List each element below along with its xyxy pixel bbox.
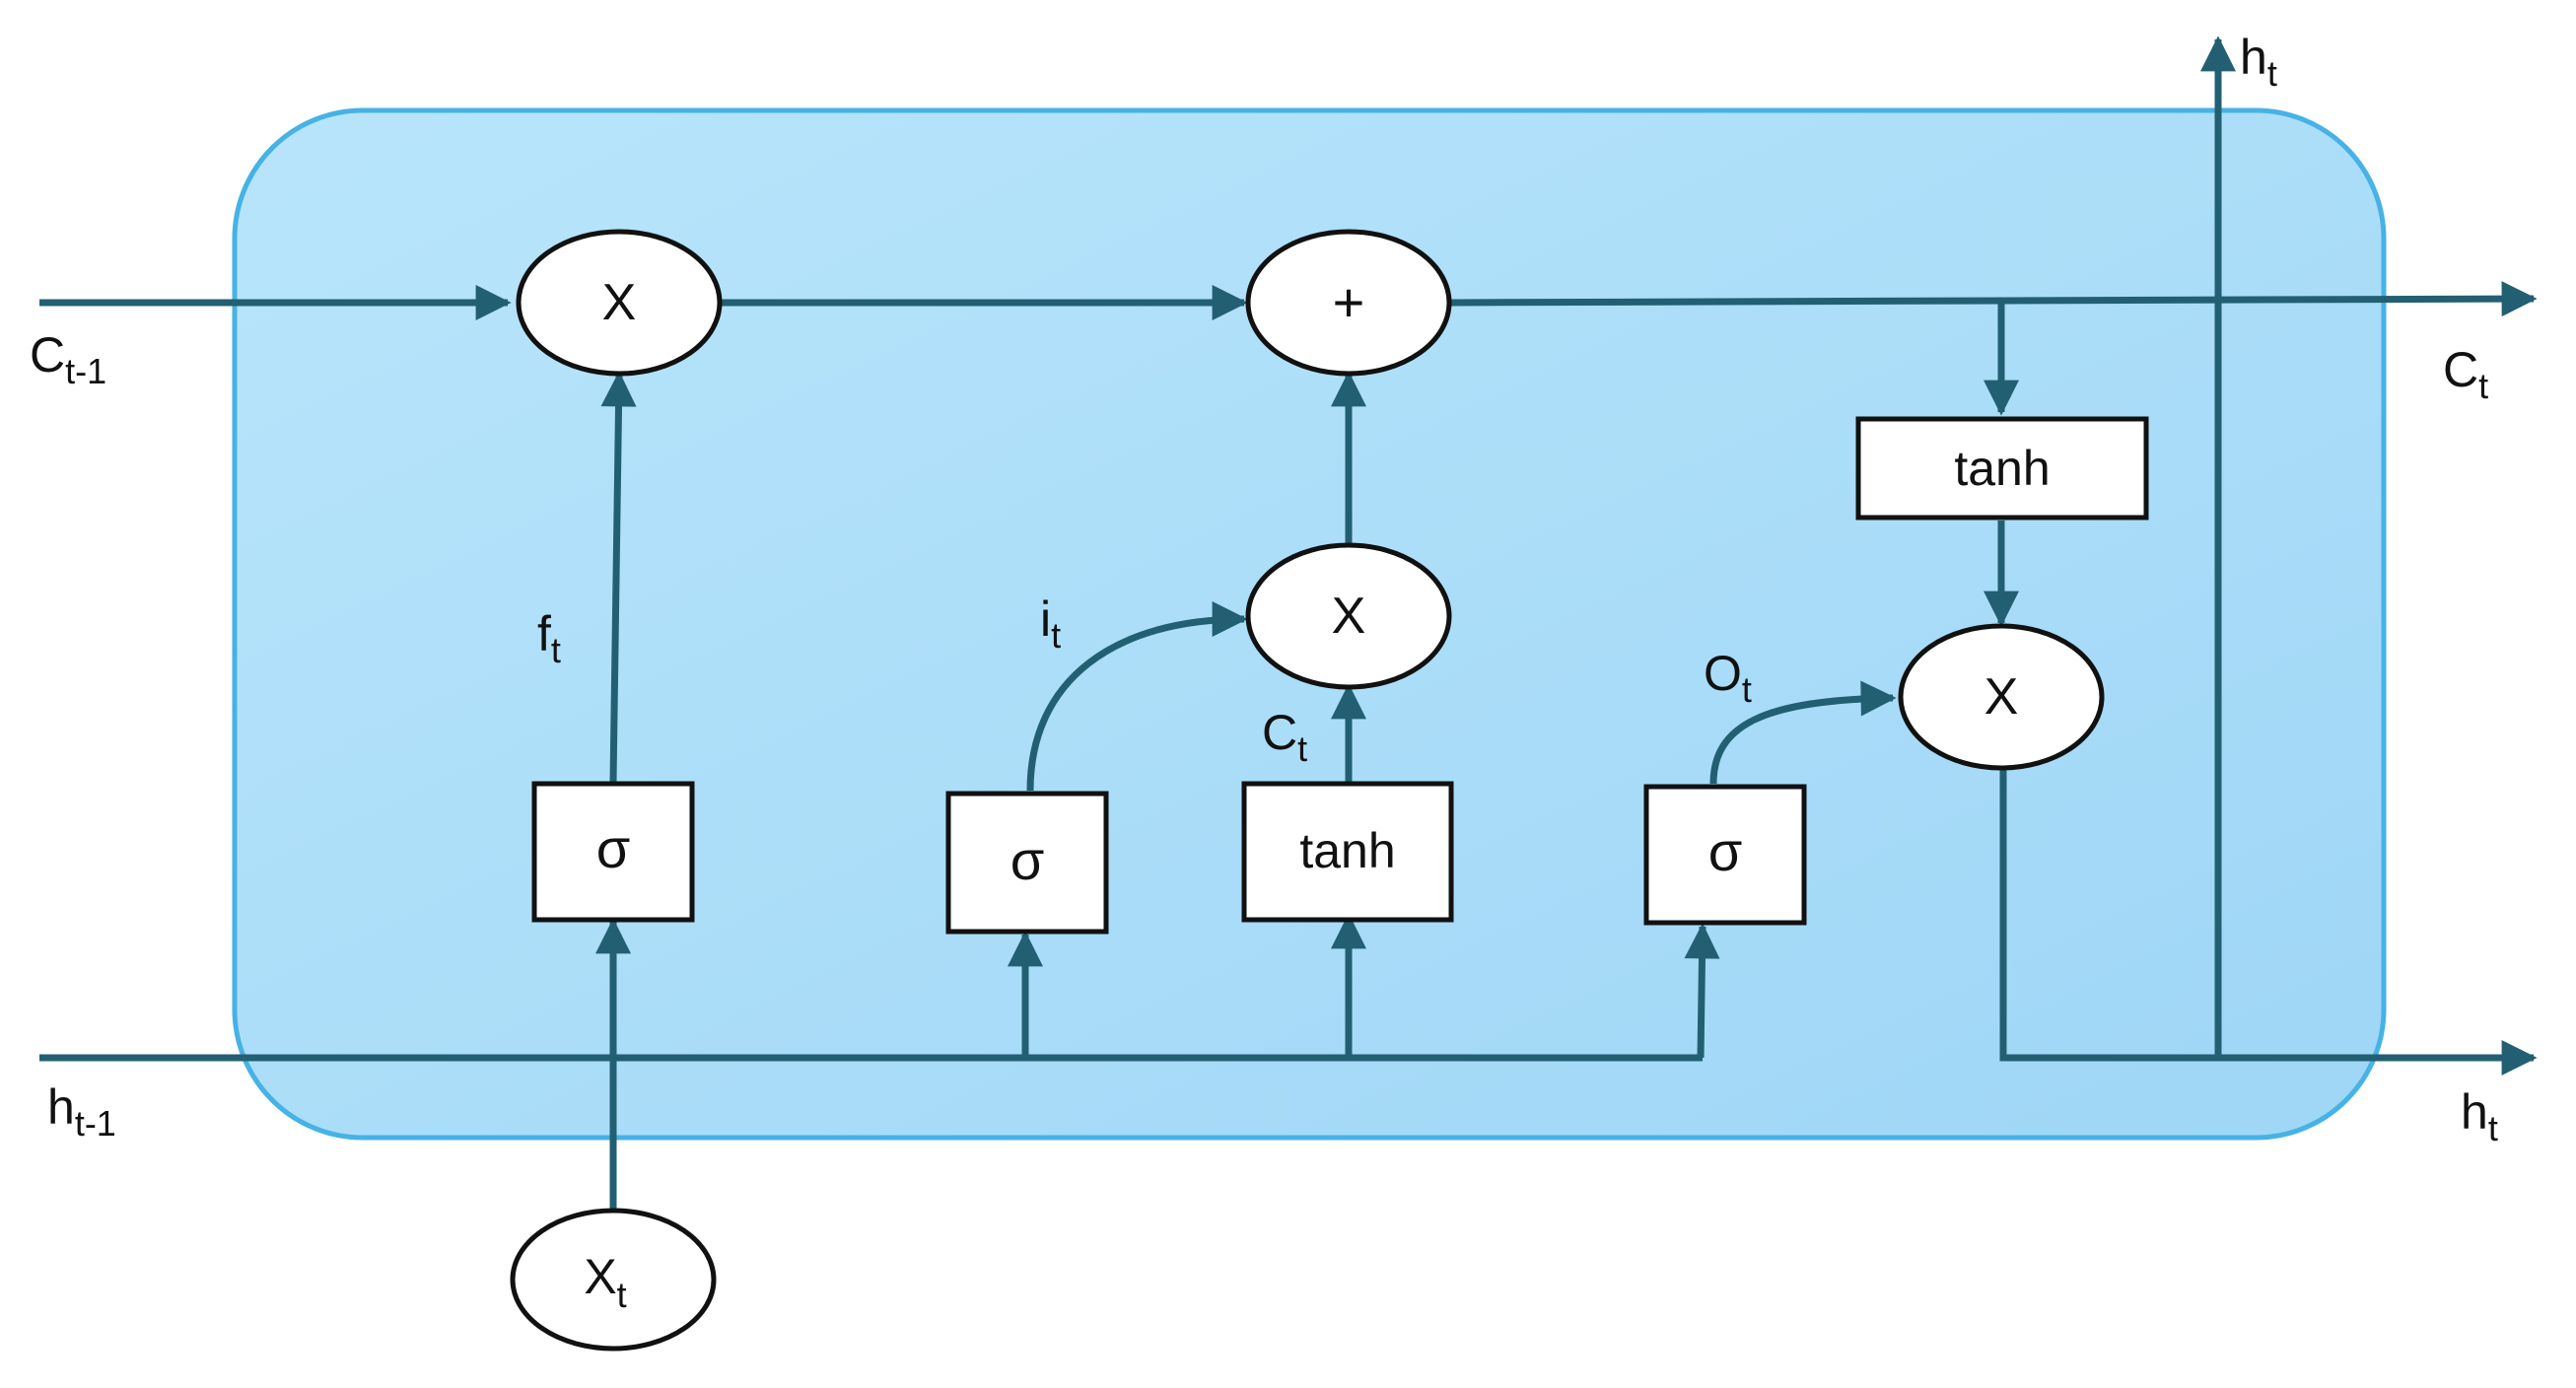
cell-state-out-line [1450, 281, 2538, 317]
forget-multiply-node: X [516, 229, 723, 377]
cell-state-prev-label: Ct-1 [30, 327, 106, 391]
output-multiply-symbol: X [1984, 668, 2019, 726]
input-x-node: Xt [510, 1208, 717, 1352]
candidate-tanh-box: tanh [1241, 781, 1454, 923]
output-sigma-box: σ [1643, 784, 1807, 926]
output-gate-riser [1684, 923, 1720, 1059]
connections [39, 35, 2538, 1211]
input-x-label: Xt [584, 1249, 626, 1315]
hidden-state-out-line [1999, 769, 2538, 1076]
cell-add-node: + [1245, 229, 1452, 377]
input-gate-curve [1026, 601, 1248, 792]
forget-gate-line [600, 371, 637, 783]
cell-add-symbol: + [1333, 271, 1365, 333]
forget-sigma-box: σ [531, 781, 695, 923]
cell-state-out-label: Ct [2443, 342, 2488, 406]
input-multiply-symbol: X [1332, 588, 1366, 645]
input-multiply-node: X [1245, 542, 1452, 690]
cell-tanh-box: tanh [1855, 416, 2149, 520]
forget-multiply-symbol: X [602, 274, 637, 331]
cell-tanh-label: tanh [1954, 441, 2050, 496]
forget-sigma-label: σ [596, 817, 631, 879]
output-multiply-node: X [1898, 623, 2105, 771]
output-gate-label: Ot [1704, 646, 1752, 710]
forget-gate-label: ft [537, 606, 561, 670]
hidden-state-top-label: ht [2240, 30, 2277, 94]
hidden-state-out-label: ht [2461, 1084, 2498, 1148]
input-gate-label: it [1040, 591, 1061, 656]
hidden-state-prev-label: ht-1 [47, 1079, 116, 1144]
candidate-tanh-label: tanh [1299, 823, 1395, 878]
output-sigma-label: σ [1708, 820, 1743, 882]
output-gate-curve [1709, 680, 1897, 785]
input-sigma-label: σ [1010, 829, 1045, 891]
input-sigma-box: σ [945, 791, 1109, 935]
candidate-label: Ct [1262, 705, 1307, 769]
